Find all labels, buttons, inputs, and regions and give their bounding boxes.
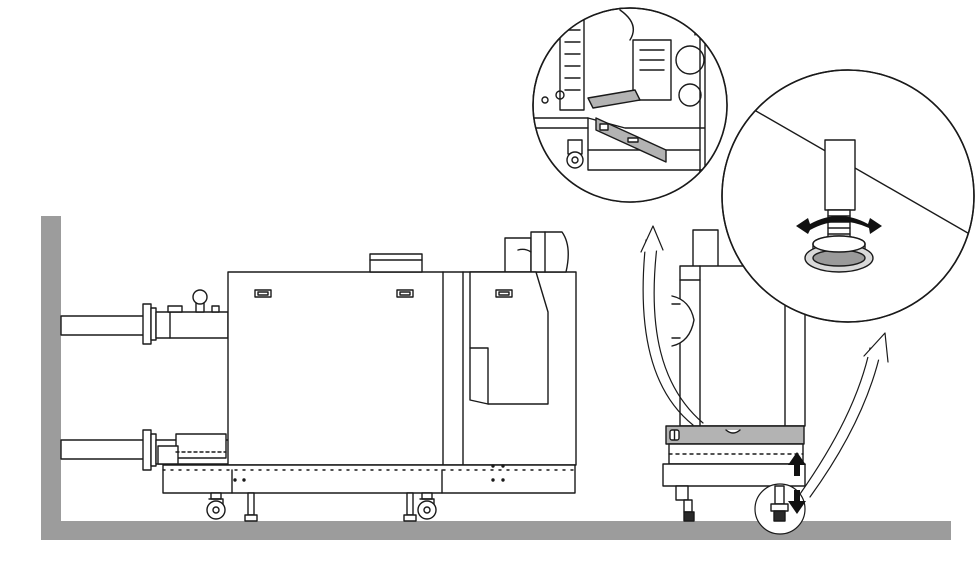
rotate-adjust-icon — [796, 216, 882, 234]
detail-spirit-level-check — [532, 7, 728, 203]
boiler-side-view — [60, 231, 577, 522]
leveling-feet — [244, 492, 417, 522]
wheel-icon — [566, 139, 584, 169]
spirit-level-icon — [587, 89, 667, 163]
wheel-icon — [675, 485, 695, 522]
wall — [41, 216, 61, 540]
arrow-to-top-detail — [642, 239, 694, 426]
up-down-arrow-icon — [788, 452, 806, 514]
spirit-level-icon — [665, 425, 805, 445]
top-flue-stub — [369, 253, 423, 273]
highlighted-foot — [754, 483, 806, 535]
wheel-icon — [206, 492, 226, 520]
wall-and-floor — [41, 216, 951, 540]
arrow-to-foot-detail — [799, 347, 871, 495]
base-frame — [162, 464, 576, 494]
pressure-gauge — [192, 289, 208, 305]
front-cover — [469, 271, 549, 405]
handles — [254, 289, 513, 298]
lower-pipe — [60, 429, 231, 471]
pointer-arrows — [640, 225, 889, 498]
floor — [41, 521, 951, 540]
upper-pipe — [60, 289, 229, 345]
detail-foot-adjust — [721, 69, 975, 323]
wheel-icon — [417, 492, 437, 520]
flue-connector — [504, 231, 569, 273]
